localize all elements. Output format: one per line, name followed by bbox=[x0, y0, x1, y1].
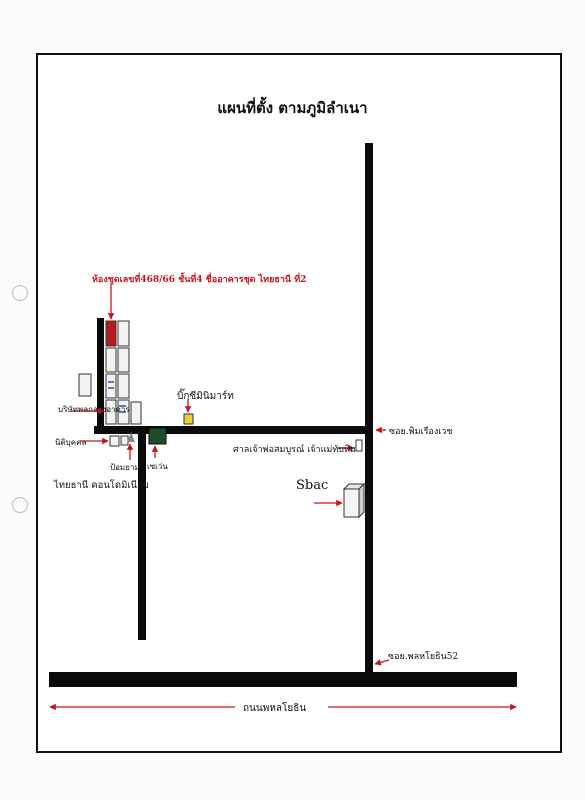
label-seven-eleven: เซเว่น bbox=[147, 462, 168, 471]
label-main-road: ถนนพหลโยธิน bbox=[243, 703, 307, 714]
label-soi-phahon52: ซอย.พลหโยธิน52 bbox=[388, 652, 459, 662]
arrow-soi-phahon52 bbox=[374, 659, 390, 666]
label-condo-name: ไทยธานี คอนโดมิเนียม bbox=[54, 480, 149, 491]
binder-hole-top bbox=[12, 285, 28, 301]
label-guard-post: ป้อมยาม bbox=[110, 463, 140, 472]
target-building bbox=[105, 320, 117, 347]
sbac-building bbox=[342, 482, 366, 519]
label-sbac: Sbac bbox=[296, 478, 329, 493]
label-soi-phimrueang: ซอย.พิมเรืองเวช bbox=[389, 427, 453, 437]
condo-access-road bbox=[138, 428, 146, 640]
main-road bbox=[49, 672, 517, 687]
label-big-c: บิ๊กซีมินิมาร์ท bbox=[177, 391, 234, 402]
condo-blue-marks bbox=[108, 381, 126, 413]
label-shrine: ศาลเจ้าพ่อสมบูรณ์ เจ้าแม่ทับทิม bbox=[233, 445, 356, 455]
label-juristic: นิติบุคคล bbox=[55, 438, 87, 447]
soi-phahon52-road bbox=[365, 143, 373, 676]
seven-eleven-marker bbox=[148, 427, 167, 445]
cross-road bbox=[94, 426, 370, 434]
condo-side-road bbox=[97, 318, 104, 431]
guard-post-icon bbox=[127, 432, 135, 442]
shrine-marker bbox=[355, 439, 363, 452]
map-title: แผนที่ตั้ง ตามภูมิลำเนา bbox=[217, 99, 368, 117]
binder-hole-bottom bbox=[12, 497, 28, 513]
label-target-room: ห้องชุดเลขที่468/66 ชั้นที่4 ชื่ออาคารชุ… bbox=[92, 275, 307, 285]
big-c-marker bbox=[183, 413, 194, 425]
label-management: บริษัทพลกลางอาคาร bbox=[58, 405, 130, 414]
juristic-building bbox=[109, 435, 120, 447]
